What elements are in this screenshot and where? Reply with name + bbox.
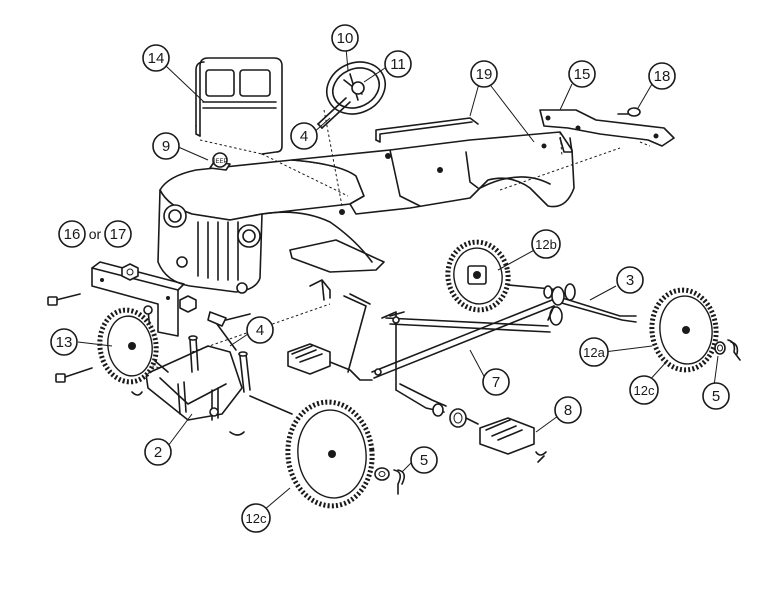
svg-text:4: 4 <box>256 322 264 339</box>
wheel-icon <box>445 239 511 313</box>
windshield-frame <box>195 57 283 155</box>
callout-12a: 12a <box>579 337 609 367</box>
callout-9: 9 <box>152 132 180 160</box>
steering-wheel <box>317 61 386 129</box>
callout-3: 3 <box>616 266 644 294</box>
svg-text:8: 8 <box>564 402 572 419</box>
callout-14: 14 <box>142 44 170 72</box>
front-bumper <box>47 261 197 383</box>
wheel-icon <box>649 287 719 373</box>
svg-text:19: 19 <box>476 66 493 83</box>
hood-badge: JEEP <box>212 159 227 165</box>
svg-text:12b: 12b <box>535 237 557 252</box>
svg-text:9: 9 <box>162 138 170 155</box>
svg-text:10: 10 <box>337 30 354 47</box>
callout-11: 11 <box>384 50 412 78</box>
callout-4-mid: 4 <box>246 316 274 344</box>
callout-4-top: 4 <box>290 122 318 150</box>
svg-text:17: 17 <box>110 226 127 243</box>
svg-text:3: 3 <box>626 272 634 289</box>
wheel-icon <box>97 307 159 385</box>
svg-text:14: 14 <box>148 50 165 67</box>
svg-text:13: 13 <box>56 334 73 351</box>
washer-icon <box>714 339 741 361</box>
svg-text:12a: 12a <box>583 345 605 360</box>
hood-ornament: JEEP <box>209 152 231 171</box>
callout-12c-right: 12c <box>629 375 659 405</box>
svg-text:5: 5 <box>420 452 428 469</box>
callout-13: 13 <box>50 328 78 356</box>
callout-7: 7 <box>482 368 510 396</box>
svg-text:4: 4 <box>300 128 308 145</box>
callout-5-right: 5 <box>702 382 730 410</box>
callout-10: 10 <box>331 24 359 52</box>
callout-5-mid: 5 <box>410 446 438 474</box>
callout-2: 2 <box>144 438 172 466</box>
svg-text:18: 18 <box>654 68 671 85</box>
jeep-body <box>157 109 575 294</box>
svg-text:12c: 12c <box>634 383 655 398</box>
callout-8: 8 <box>554 396 582 424</box>
pedal-crank-assembly <box>287 293 555 463</box>
svg-text:7: 7 <box>492 374 500 391</box>
callout-12b: 12b <box>531 229 561 259</box>
callout-18: 18 <box>648 62 676 90</box>
washer-icon <box>374 467 406 495</box>
callout-15: 15 <box>568 60 596 88</box>
rear-bumper <box>499 107 675 191</box>
svg-text:5: 5 <box>712 388 720 405</box>
callout-16-or-17: 16 or 17 <box>58 220 132 248</box>
wheel-icon <box>285 399 375 509</box>
svg-text:15: 15 <box>574 66 591 83</box>
svg-text:or: or <box>89 226 102 242</box>
svg-text:12c: 12c <box>246 511 267 526</box>
front-axle-assembly <box>107 279 331 436</box>
callout-12c-front: 12c <box>241 503 271 533</box>
svg-text:11: 11 <box>390 56 406 73</box>
rear-axle <box>497 283 637 326</box>
svg-text:16: 16 <box>64 226 81 243</box>
svg-text:2: 2 <box>154 444 162 461</box>
callout-19: 19 <box>470 60 498 88</box>
